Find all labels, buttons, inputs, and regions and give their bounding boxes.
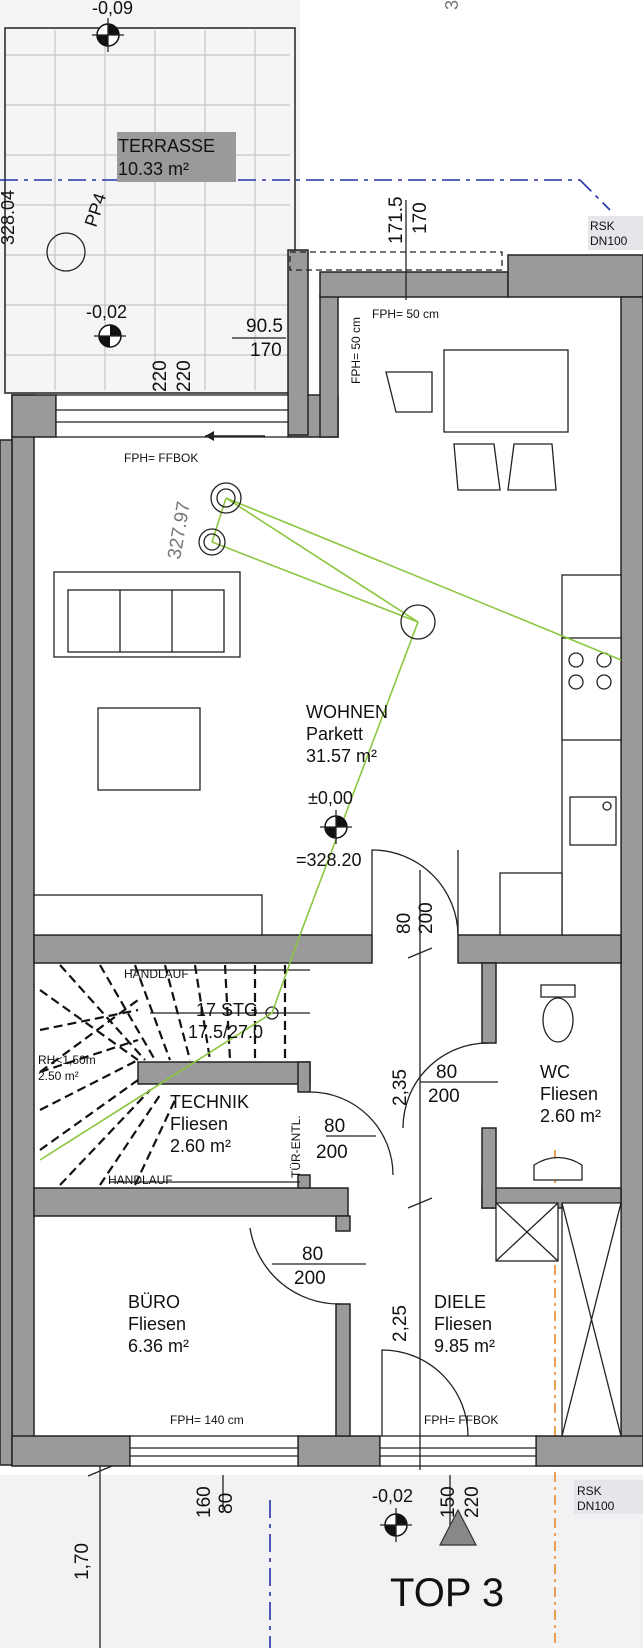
unit-title: TOP 3 [390, 1571, 504, 1615]
wc-door-width: 80 [436, 1062, 457, 1083]
tree-icon [400, 604, 436, 640]
fph-ffbok-top: FPH= FFBOK [124, 451, 198, 465]
rsk-top-box [588, 216, 643, 250]
dim-220-bottom: 220 [462, 1486, 483, 1518]
office-door-height: 200 [294, 1268, 326, 1289]
wc-door-height: 200 [428, 1086, 460, 1107]
fph-140: FPH= 140 cm [170, 1413, 244, 1427]
office-floor: Fliesen [128, 1314, 186, 1334]
rsk-bottom-box [574, 1480, 643, 1514]
rsk-bottom: RSK [577, 1484, 602, 1498]
technik-door-width: 80 [324, 1116, 345, 1137]
terrace-area: 10.33 m² [118, 159, 189, 179]
wc-name: WC [540, 1062, 570, 1082]
dim-171-5: 171.5 [386, 196, 407, 244]
interior-walls [33, 934, 622, 1437]
furniture [33, 349, 622, 1437]
office-area: 6.36 m² [128, 1336, 189, 1356]
technik-door-height: 200 [316, 1142, 348, 1163]
dim-170-top: 170 [410, 202, 431, 234]
dim-170-mid: 170 [250, 340, 282, 361]
rsk-top: RSK [590, 219, 615, 233]
dn-top: DN100 [590, 234, 628, 248]
dn-bottom: DN100 [577, 1499, 615, 1513]
dim-2-35: 2,35 [390, 1069, 411, 1106]
wc-area: 2.60 m² [540, 1106, 601, 1126]
dim-2-25: 2,25 [390, 1305, 411, 1342]
handlauf-bottom: HANDLAUF [108, 1173, 173, 1187]
living-door-height: 200 [416, 902, 437, 934]
level-markers [92, 18, 412, 1542]
door-swings [249, 849, 489, 1437]
rh-note-line1: RH<1,50m [38, 1053, 96, 1067]
exterior-area-bottom [0, 1475, 643, 1648]
tree-inner-ring [216, 488, 236, 508]
dim-1-70: 1,70 [72, 1543, 93, 1580]
level-main: ±0,00 [308, 788, 353, 808]
office-name: BÜRO [128, 1292, 180, 1312]
level-terrace: -0,02 [86, 302, 127, 322]
tree-icon [210, 482, 242, 514]
level-absolute: =328.20 [296, 850, 362, 870]
planter-circle [46, 232, 86, 272]
windows [55, 251, 537, 1467]
technik-area: 2.60 m² [170, 1136, 231, 1156]
wc-floor: Fliesen [540, 1084, 598, 1104]
fph-ffbok-bottom: FPH= FFBOK [424, 1413, 498, 1427]
dimension-lines [87, 200, 498, 1648]
rh-note-line2: 2.50 m² [38, 1069, 79, 1083]
tree-connectors [39, 497, 622, 1161]
hall-name: DIELE [434, 1292, 486, 1312]
staircase [39, 964, 310, 1186]
office-door-width: 80 [302, 1244, 323, 1265]
handlauf-top: HANDLAUF [124, 967, 189, 981]
door-stop-note: TÜR-ENTL. [289, 1115, 303, 1178]
hall-floor: Fliesen [434, 1314, 492, 1334]
dim-220-b: 220 [174, 360, 195, 392]
living-floor: Parkett [306, 724, 363, 744]
edge-height-label: 328.04 [0, 190, 18, 245]
dim-150: 150 [438, 1486, 459, 1518]
arrow-head-icon [205, 431, 214, 441]
top-cut-label: 3 [442, 0, 462, 10]
dim-160: 160 [194, 1486, 215, 1518]
terrace-name: TERRASSE [118, 136, 215, 156]
tree-icon [198, 528, 226, 556]
stair-name: 17 STG [196, 1000, 258, 1020]
living-door-width: 80 [394, 913, 415, 934]
level-bottom: -0,02 [372, 1486, 413, 1506]
dim-220-a: 220 [150, 360, 171, 392]
entrance-marker-icon [439, 1508, 477, 1546]
level-terrace-top: -0,09 [92, 0, 133, 18]
technik-floor: Fliesen [170, 1114, 228, 1134]
terrace-label-background [117, 132, 236, 182]
living-area: 31.57 m² [306, 746, 377, 766]
living-name: WOHNEN [306, 702, 388, 722]
technik-name: TECHNIK [170, 1092, 249, 1112]
dim-80-bottom: 80 [216, 1493, 237, 1514]
hall-area: 9.85 m² [434, 1336, 495, 1356]
grid-axis-top [0, 179, 611, 211]
dim-90-5: 90.5 [246, 316, 283, 337]
terrace-outline [4, 27, 296, 394]
fph-50-right: FPH= 50 cm [372, 307, 439, 321]
fph-50-vertical: FPH= 50 cm [349, 317, 363, 384]
tree-inner-ring [203, 533, 221, 551]
stair-ratio: 17.5/27.0 [188, 1022, 263, 1042]
terrace-tile-grid [5, 30, 290, 390]
terrace-surface [0, 0, 300, 395]
